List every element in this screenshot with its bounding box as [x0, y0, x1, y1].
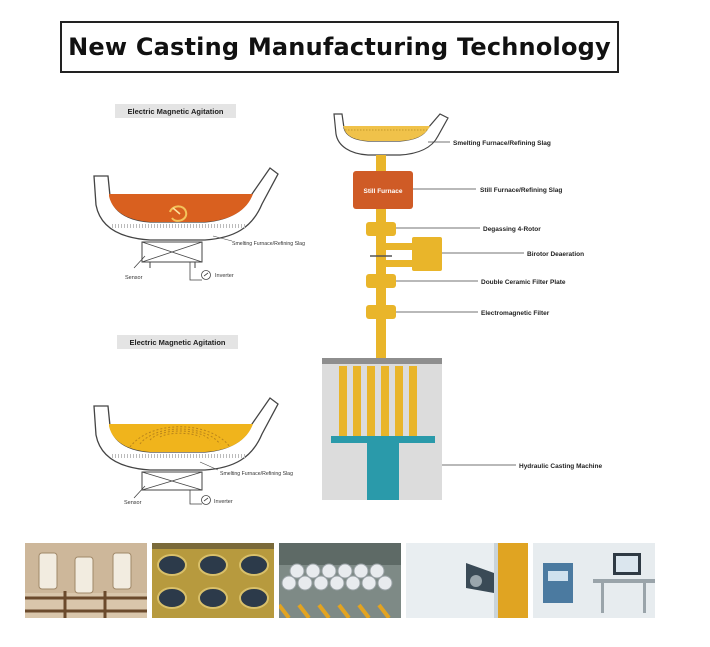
inverter-label-bottom: Inverter [214, 499, 233, 505]
degassing-rotor [366, 222, 396, 236]
label-em-filter: Electromagnetic Filter [481, 310, 550, 317]
label-still-furnace: Still Furnace/Refining Slag [480, 187, 562, 194]
billet-stack-photo [279, 543, 401, 618]
casting-platen [331, 436, 435, 443]
label-degassing: Degassing 4-Rotor [483, 226, 541, 233]
casting-machine-top [322, 358, 442, 364]
process-flow: Still Furnace [322, 114, 602, 500]
lab-equipment-photo [533, 543, 655, 618]
birotor-deaeration-unit [412, 237, 442, 271]
furnace-label-top: Smelting Furnace/Refining Slag [232, 241, 305, 247]
label-hydraulic: Hydraulic Casting Machine [519, 463, 602, 470]
label-smelting: Smelting Furnace/Refining Slag [453, 140, 551, 147]
roll-machining-photo [406, 543, 528, 618]
still-furnace-text: Still Furnace [363, 188, 402, 195]
hydraulic-ram [367, 443, 399, 500]
agitation-diagram-bottom: Electric Magnetic Agitation Sensor Inver… [94, 335, 293, 506]
birotor-branch [386, 243, 416, 250]
sensor-label-top: Sensor [125, 275, 143, 281]
agitation-heading-bottom: Electric Magnetic Agitation [130, 338, 226, 347]
birotor-branch [386, 260, 416, 267]
crucible-photo [25, 543, 147, 618]
furnace-label-bottom: Smelting Furnace/Refining Slag [220, 471, 293, 477]
mold-photo [152, 543, 274, 618]
agitation-heading-top: Electric Magnetic Agitation [128, 107, 224, 116]
label-birotor: Birotor Deaeration [527, 251, 584, 258]
agitation-diagram-top: Electric Magnetic Agitation Sensor Inver… [94, 104, 305, 281]
ceramic-filter-plate [366, 274, 396, 288]
label-filter-plate: Double Ceramic Filter Plate [481, 279, 566, 286]
sensor-label-bottom: Sensor [124, 500, 142, 506]
electromagnetic-filter [366, 305, 396, 319]
inverter-label-top: Inverter [215, 273, 234, 279]
